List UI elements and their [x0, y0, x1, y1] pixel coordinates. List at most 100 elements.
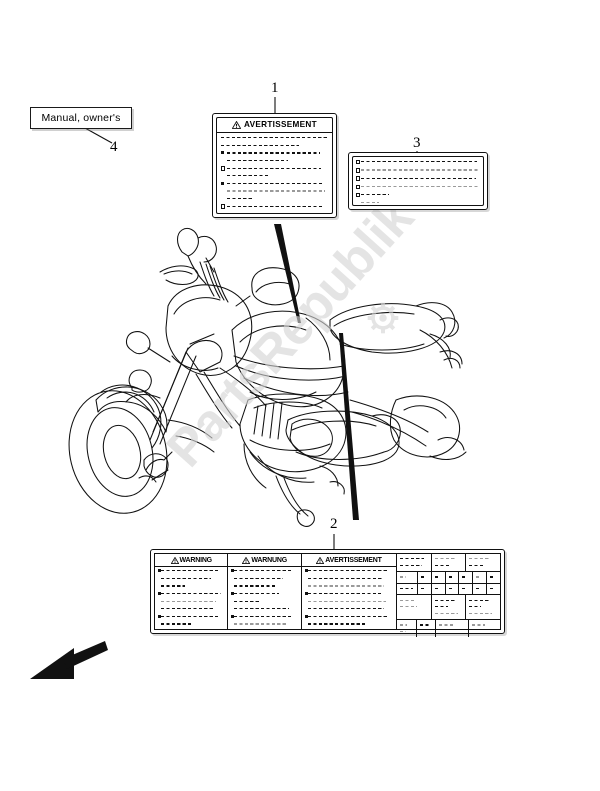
spec-cell-dashes [490, 576, 495, 578]
list-bullet-marker [356, 176, 361, 181]
label-text-row [304, 568, 393, 575]
spec-table-cell [469, 620, 500, 637]
manual-owners-box[interactable]: Manual, owner's [30, 107, 132, 129]
spec-cell-dashes [439, 624, 455, 626]
spec-table-row [397, 595, 500, 621]
label-text-line [361, 177, 476, 179]
callout-number-2[interactable]: 2 [330, 516, 338, 532]
label-text-line [307, 577, 383, 580]
spec-cell-dashes [420, 576, 426, 578]
label-text-line [361, 202, 379, 204]
spec-table-cell [436, 620, 469, 638]
label-text-line [307, 592, 381, 595]
spec-cell-dashes [400, 576, 407, 578]
spec-table-cell [487, 572, 500, 583]
label-text-line [307, 585, 385, 587]
label-text-row [231, 568, 297, 575]
label-text-row [221, 181, 329, 188]
spec-cell-line [469, 597, 497, 603]
label-text-line [221, 144, 299, 147]
spec-cell-dashes [400, 564, 423, 567]
label2-columns: WARNING WARNUNG AVERTISSEMENT [154, 553, 501, 638]
label-text-line [307, 615, 389, 618]
spec-cell-line [400, 622, 413, 628]
spec-table-cell [397, 595, 432, 620]
label-specification[interactable] [348, 152, 488, 210]
label-text-row [158, 583, 224, 590]
spec-cell-dashes [434, 558, 456, 560]
label-text-row [356, 184, 481, 191]
label-text-row [158, 598, 224, 605]
spec-cell-dashes [419, 624, 431, 626]
spec-table-cell [446, 572, 460, 583]
label-text-row [221, 135, 329, 142]
spec-table-cell [487, 584, 500, 595]
spec-cell-line [400, 586, 414, 592]
label-text-row [231, 583, 297, 590]
spec-table-row [397, 572, 500, 584]
label2-column-french[interactable]: AVERTISSEMENT [301, 554, 398, 629]
spec-cell-line [469, 611, 497, 617]
label3-outer-border [348, 152, 488, 210]
spec-table-row [397, 554, 500, 573]
label-text-line [361, 193, 389, 196]
label2-column-header-text: WARNING [179, 556, 213, 564]
callout-number-1[interactable]: 1 [271, 80, 279, 96]
label-multilang-table[interactable]: WARNING WARNUNG AVERTISSEMENT [150, 549, 505, 638]
label-text-row [158, 606, 224, 613]
list-bullet-marker [304, 569, 308, 572]
motorcycle-illustration [68, 227, 467, 527]
spec-cell-dashes [462, 576, 468, 578]
callout-number-4[interactable]: 4 [110, 139, 118, 155]
label-text-row [221, 143, 329, 150]
label-avertissement[interactable]: AVERTISSEMENT [212, 113, 337, 218]
warning-triangle-icon [242, 556, 251, 564]
spec-cell-line [469, 604, 497, 610]
spec-cell-line [434, 563, 463, 569]
label-text-row [158, 614, 224, 621]
label-text-row [158, 591, 224, 598]
spec-cell-line [434, 611, 463, 617]
label-text-line [221, 137, 329, 139]
label-text-row [158, 568, 224, 575]
spec-cell-dashes [400, 624, 407, 626]
label-text-line [361, 169, 480, 171]
label-text-line [234, 585, 276, 587]
spec-table-cell [432, 572, 446, 583]
spec-cell-line [400, 629, 413, 635]
label-text-line [161, 608, 214, 610]
label2-column-german[interactable]: WARNUNG [228, 554, 302, 629]
callout-number-3[interactable]: 3 [413, 135, 421, 151]
pointer-wedge-label-1 [274, 224, 301, 323]
label-text-line [307, 600, 387, 602]
label-text-row [305, 598, 393, 605]
spec-cell-line [434, 556, 463, 562]
spec-table-cell [459, 583, 474, 595]
spec-cell-dashes [469, 558, 491, 560]
label-text-row [221, 158, 329, 165]
label-text-row [221, 211, 329, 218]
label2-spec-table[interactable] [397, 554, 500, 638]
label2-column-english[interactable]: WARNING [155, 554, 229, 629]
label-text-row [158, 576, 224, 583]
spec-cell-dashes [469, 612, 492, 615]
spec-table-cell [418, 572, 432, 583]
spec-cell-dashes [469, 606, 482, 608]
label-text-row [221, 150, 329, 157]
spec-table-row [397, 620, 500, 638]
spec-cell-dashes [400, 587, 413, 590]
label1-inner-border [216, 117, 333, 214]
label-text-line [227, 159, 288, 162]
label3-text-rows [356, 159, 481, 205]
label-text-line [227, 190, 325, 192]
spec-cell-line [469, 556, 497, 562]
spec-cell-line [420, 586, 428, 592]
list-bullet-marker [356, 168, 361, 173]
label2-column-rows [231, 568, 297, 626]
label3-inner-border [352, 156, 484, 206]
label-text-row [221, 196, 329, 203]
label-text-line [234, 623, 286, 625]
spec-cell-dashes [434, 606, 448, 608]
list-bullet-marker [356, 160, 361, 165]
label2-column-header-text: WARNUNG [251, 556, 287, 564]
